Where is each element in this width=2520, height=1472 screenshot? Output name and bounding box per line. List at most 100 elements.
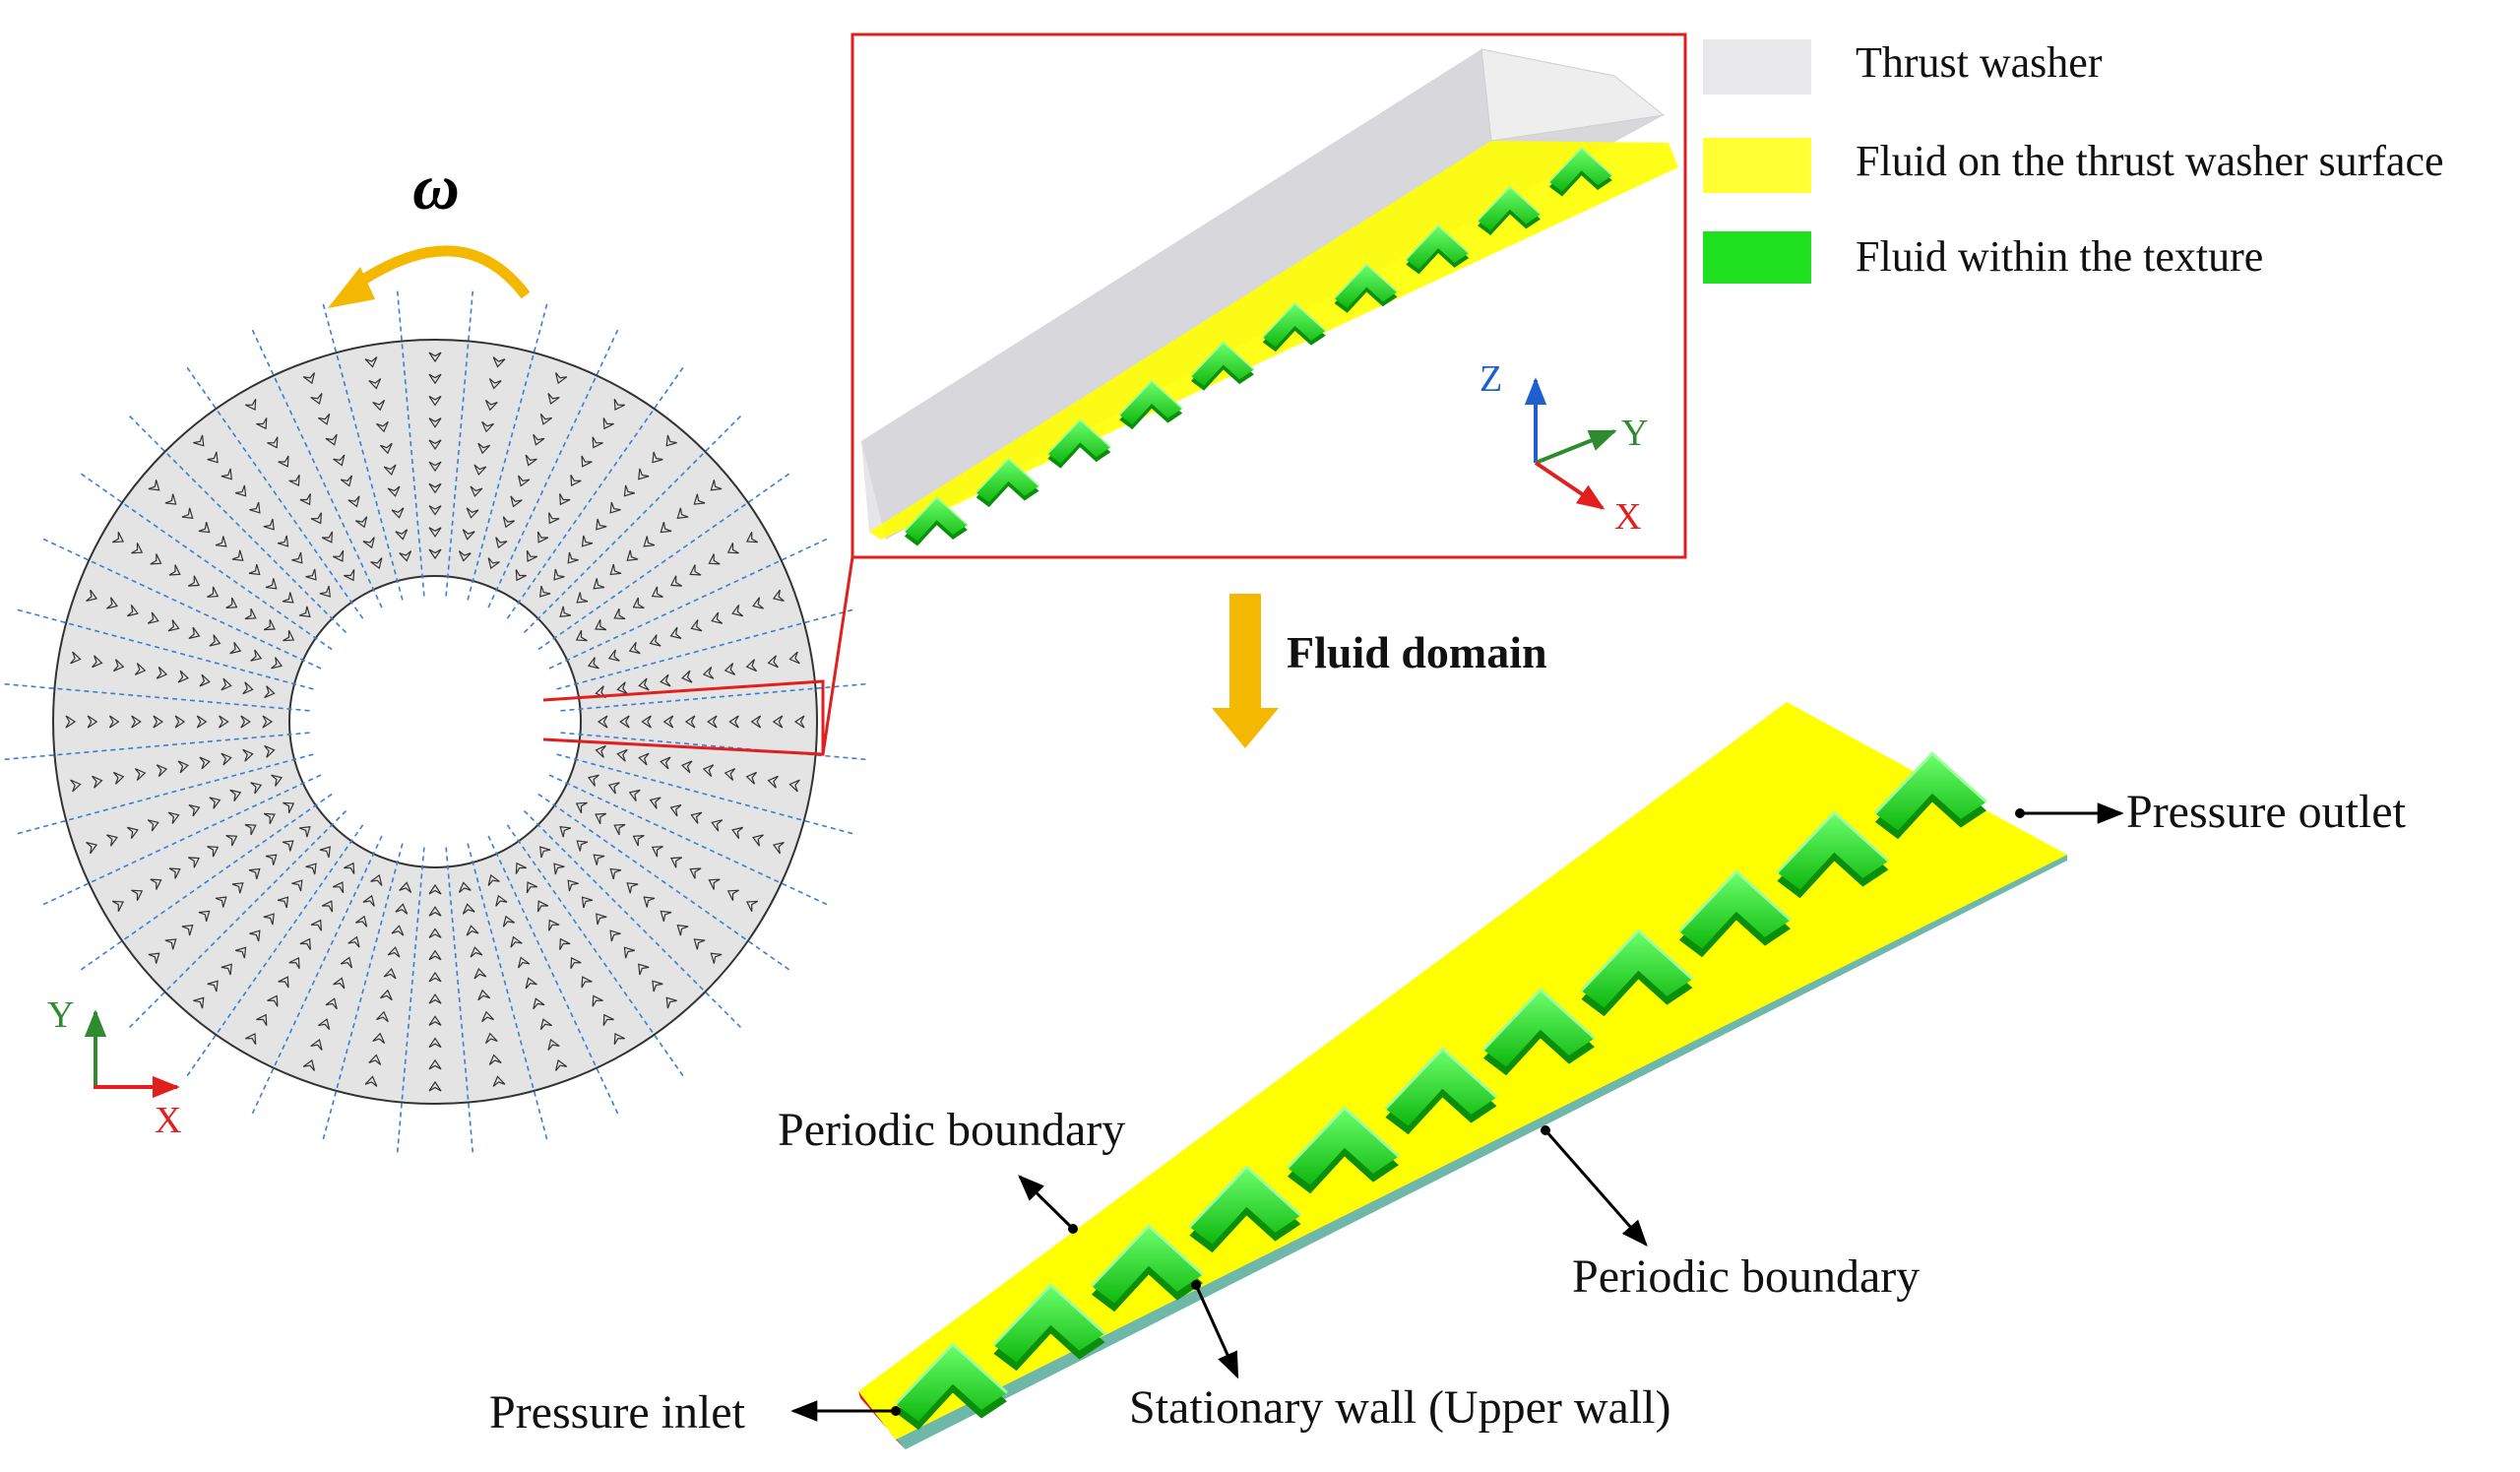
washer-texture-chevron [547,393,560,405]
washer-texture-chevron [245,398,257,412]
washer-texture-chevron [188,803,201,817]
washer-texture-chevron [559,937,571,950]
sector-line [537,793,790,972]
washer-texture-chevron [344,569,355,582]
washer-texture-chevron [283,630,295,642]
washer-texture-chevron [680,760,693,774]
sector-line [16,753,314,835]
washer-texture-chevron [711,819,724,832]
washer-texture-chevron [177,670,190,683]
washer-texture-chevron [310,512,322,525]
washer-texture-chevron [473,967,487,980]
washer-texture-chevron [596,913,607,926]
sector-line [445,847,474,1154]
washer-texture-chevron [752,834,764,847]
washer-texture-chevron [428,971,442,983]
washer-texture-chevron [325,997,338,1010]
sector-line [128,415,347,634]
washer-texture-chevron [92,775,103,789]
sector-line [322,843,404,1141]
washer-texture-chevron [263,913,275,926]
washer-texture-chevron [702,666,715,679]
inset-texture-chevron [1333,263,1399,313]
legend: Thrust washer Fluid on the thrust washer… [1703,38,2444,284]
inset-texture-chevron [1262,301,1327,352]
washer-texture-chevron [112,659,125,672]
washer-texture-chevron [168,867,181,879]
washer-texture-chevron [470,946,483,958]
sector-line [251,835,383,1116]
washer-texture-chevron [576,592,589,604]
washer-texture-chevron [399,881,412,893]
sector-line [128,809,347,1029]
sector-line [506,824,685,1077]
washer-texture-chevron [462,903,475,915]
washer-texture-chevron [772,589,785,603]
washer-texture-chevron [547,1039,560,1051]
washer-texture-chevron [595,812,607,825]
washer-texture-chevron [745,659,758,672]
legend-label-thrust-washer: Thrust washer [1856,38,2103,87]
washer-texture-chevron [428,417,442,428]
washer-texture-chevron [623,946,635,959]
washer-texture-chevron [156,666,168,679]
washer-texture-chevron [70,651,82,665]
washer-texture-chevron [298,826,311,838]
washer-texture-chevron [108,715,120,729]
washer-texture-chevron [362,894,375,907]
washer-texture-chevron [147,611,159,624]
sector-line [487,328,619,608]
sector-line [16,608,314,690]
legend-swatch-fluid-surface [1703,138,1811,193]
washer-texture-chevron [707,715,718,729]
washer-texture-chevron [332,549,345,562]
washer-texture-chevron [745,532,759,544]
washer-texture-chevron [207,586,220,598]
washer-texture-chevron [193,996,205,1009]
washer-texture-chevron [428,883,442,895]
washer-texture-chevron [148,952,160,964]
domain-texture-chevron [1580,928,1694,1017]
washer-texture-chevron [282,840,294,852]
domain-textures [894,751,1987,1431]
washer-texture-chevron [263,518,275,531]
sector-line [523,415,742,634]
washer-texture-chevron [602,1013,614,1026]
washer-texture-chevron [548,512,560,525]
washer-texture-chevron [333,977,346,990]
washer-texture-chevron [428,461,442,473]
washer-texture-chevron [660,910,672,922]
washer-texture-chevron [767,775,779,789]
sector-lines [3,289,867,1154]
washer-texture-chevron [277,535,289,547]
washer-texture-chevron [256,417,268,430]
washer-texture-chevron [502,915,516,928]
pressure-outlet-dot [2015,808,2025,818]
washer-texture-chevron [391,925,405,936]
washer-texture-chevron [428,439,442,450]
washer-texture-chevron [660,522,672,534]
domain-texture-chevron [1677,869,1792,958]
washer-texture-chevron [428,1080,442,1092]
washer-texture-chevron [229,789,242,802]
washer-texture-chevron [391,507,405,519]
washer-texture-chevron [370,873,383,886]
sector-line [556,608,854,690]
washer-texture-chevron [65,715,77,729]
washer-texture-chevron [305,863,317,875]
washer-texture-chevron [86,841,98,855]
inset-axis-z-label: Z [1480,358,1502,400]
washer-texture-chevron [319,585,331,598]
washer-texture-chevron [492,356,506,368]
washer-texture-chevron [310,1039,323,1051]
washer-texture-chevron [533,433,545,446]
washer-texture-chevron [587,657,599,670]
washer-texture-chevron [649,797,662,809]
washer-texture-chevron [702,764,715,778]
washer-texture-chevron [299,493,311,506]
periodic-boundary-top-label: Periodic boundary [778,1104,1125,1156]
washer-texture-chevron [428,928,442,938]
sector-line [185,824,364,1077]
washer-texture-chevron [626,549,639,561]
sector-line [396,289,425,597]
